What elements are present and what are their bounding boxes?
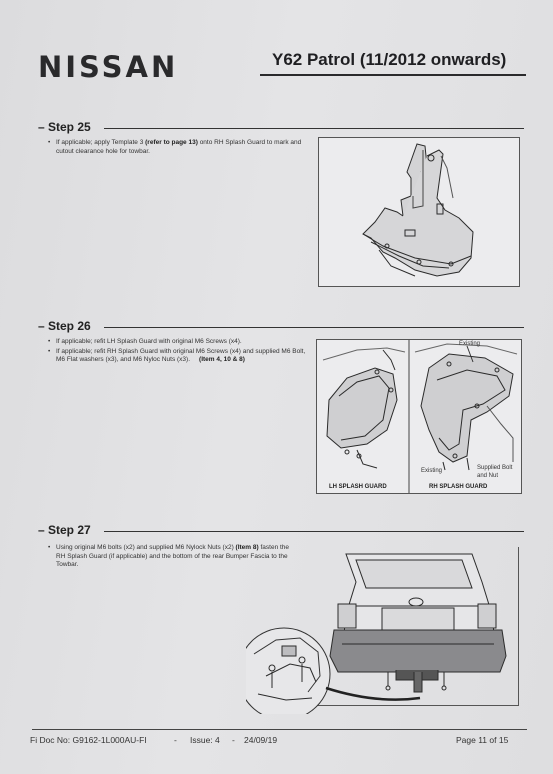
issue-date: 24/09/19 [244, 735, 278, 745]
existing-label-top: Existing [459, 341, 481, 347]
splash-guard-template-drawing [362, 143, 474, 277]
lh-splash-guard-caption: LH SPLASH GUARD [329, 484, 387, 490]
step-25-title: – Step 25 [38, 120, 91, 134]
issue-number: Issue: 4 [190, 735, 220, 745]
step-26-bullet-2: If applicable; refit RH Splash Guard wit… [48, 348, 312, 365]
header-divider [260, 74, 526, 76]
existing-label-bottom: Existing [421, 468, 443, 474]
step-26-instructions: If applicable; refit LH Splash Guard wit… [48, 338, 312, 366]
step-25-figure [318, 137, 520, 287]
brand-logo: NISSAN [38, 50, 179, 84]
rh-splash-guard-caption: RH SPLASH GUARD [429, 484, 488, 490]
rear-bumper-towbar-drawing [237, 553, 507, 721]
step-26-rule [104, 327, 524, 328]
step-27-title: – Step 27 [38, 523, 91, 537]
footer-divider [32, 729, 527, 730]
step-27-figure-frame [264, 547, 519, 706]
step-25-bullet-1: If applicable; apply Template 3 (refer t… [48, 139, 310, 156]
footer-separator-2: - [232, 735, 235, 745]
step-27-bullet-1: Using original M6 bolts (x2) and supplie… [48, 544, 298, 570]
footer-separator: - [174, 735, 177, 745]
step-25-rule [104, 128, 524, 129]
step-25-instructions: If applicable; apply Template 3 (refer t… [48, 139, 310, 157]
step-26-figure: LH SPLASH GUARD RH SPLASH GUARD Existing… [316, 339, 522, 494]
model-title: Y62 Patrol (11/2012 onwards) [272, 50, 507, 69]
step-27-figure [237, 548, 518, 721]
page-number: Page 11 of 15 [456, 735, 509, 745]
step-27-instructions: Using original M6 bolts (x2) and supplie… [48, 544, 298, 571]
splash-guards-drawing [322, 340, 518, 493]
supplied-bolt-label: Supplied Bolt and Nut [477, 465, 513, 479]
step-27-rule [104, 531, 524, 532]
step-26-title: – Step 26 [38, 319, 91, 333]
doc-number: Fi Doc No: G9162-1L000AU-FI [30, 735, 147, 745]
step-26-bullet-1: If applicable; refit LH Splash Guard wit… [48, 338, 312, 347]
